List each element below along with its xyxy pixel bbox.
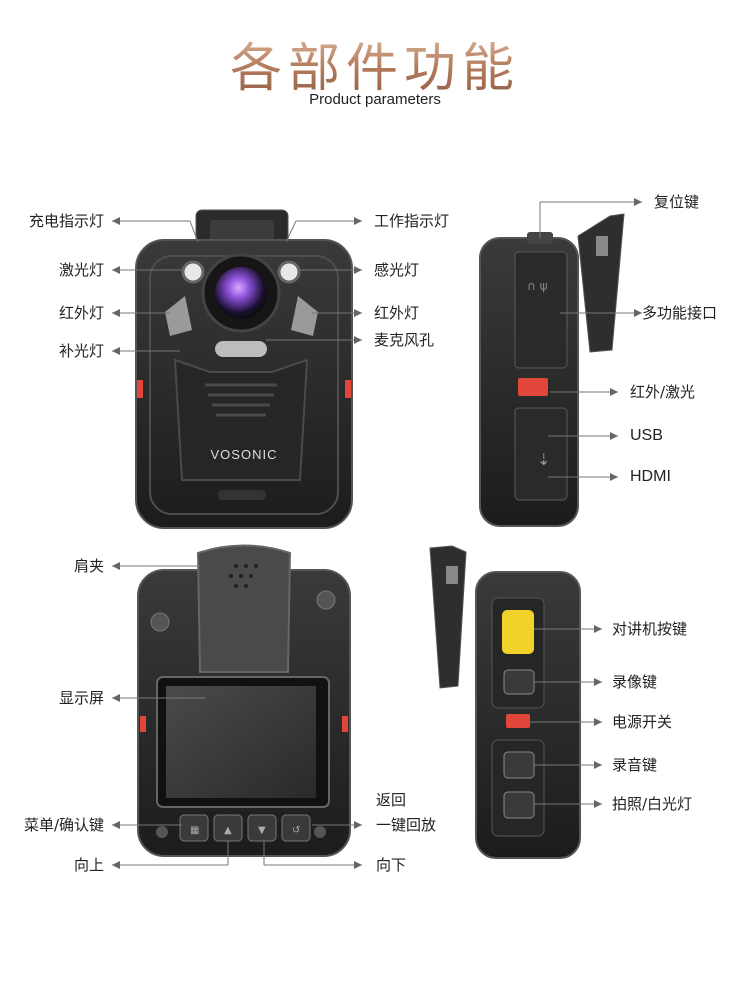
label-record-video: 录像键 bbox=[612, 673, 658, 691]
brand-logo-text: VOSONIC bbox=[210, 447, 278, 462]
label-menu-confirm: 菜单/确认键 bbox=[23, 816, 104, 834]
label-power-switch: 电源开关 bbox=[612, 713, 673, 731]
label-infrared-right: 红外灯 bbox=[374, 304, 420, 322]
label-display: 显示屏 bbox=[58, 689, 104, 707]
label-usb: USB bbox=[630, 427, 663, 444]
page-subtitle: Product parameters bbox=[309, 91, 441, 108]
label-down: 向下 bbox=[376, 856, 407, 874]
label-shoulder-clip: 肩夹 bbox=[73, 557, 104, 575]
label-work-indicator: 工作指示灯 bbox=[374, 212, 450, 230]
label-charge-indicator: 充电指示灯 bbox=[28, 212, 104, 230]
label-up: 向上 bbox=[73, 856, 104, 874]
label-photo-light: 拍照/白光灯 bbox=[612, 795, 693, 813]
svg-text:⇣: ⇣ bbox=[537, 450, 550, 469]
label-back-line1: 返回 bbox=[376, 791, 407, 809]
leader-arrowheads bbox=[112, 198, 642, 869]
leader-lines bbox=[112, 201, 642, 866]
svg-text:▲: ▲ bbox=[224, 825, 232, 836]
label-infrared-left: 红外灯 bbox=[58, 304, 104, 322]
svg-text:∩ ψ: ∩ ψ bbox=[527, 279, 548, 293]
label-ptt-key: 对讲机按键 bbox=[612, 620, 688, 638]
svg-text:↺: ↺ bbox=[292, 825, 300, 836]
label-microphone: 麦克风孔 bbox=[374, 331, 435, 349]
front-camera-view bbox=[135, 209, 353, 529]
svg-text:▦: ▦ bbox=[190, 825, 199, 836]
page-title: 各部件功能 bbox=[0, 26, 750, 101]
side-camera-view-left bbox=[429, 545, 581, 859]
label-record-audio: 录音键 bbox=[612, 756, 658, 774]
label-laser-light: 激光灯 bbox=[58, 261, 104, 279]
label-back-line2: 一键回放 bbox=[376, 816, 437, 834]
label-multi-port: 多功能接口 bbox=[642, 304, 718, 322]
label-ir-laser: 红外/激光 bbox=[630, 383, 696, 401]
label-light-sensor: 感光灯 bbox=[374, 261, 420, 279]
label-hdmi: HDMI bbox=[630, 468, 671, 485]
label-fill-light: 补光灯 bbox=[58, 342, 104, 360]
back-camera-view: ▦ ▲ ▼ ↺ bbox=[137, 544, 351, 857]
svg-text:▼: ▼ bbox=[258, 825, 266, 836]
side-camera-view-right: ∩ ψ ⇣ bbox=[479, 213, 625, 527]
label-reset-key: 复位键 bbox=[654, 193, 700, 211]
